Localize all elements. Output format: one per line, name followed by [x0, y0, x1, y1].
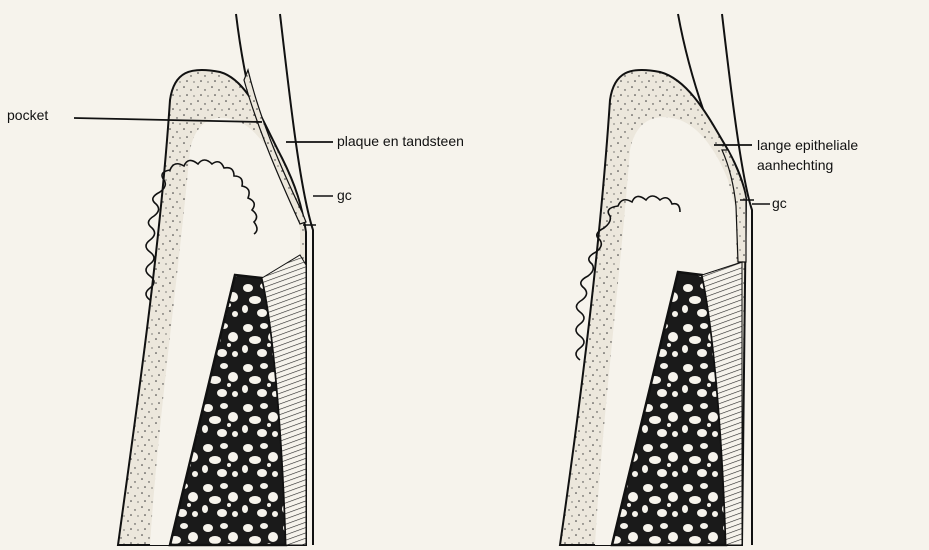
right-gc-label: gc — [772, 195, 787, 211]
epithelium-label-line1: lange epitheliale — [757, 137, 858, 153]
right-panel: lange epitheliale aanhechting gc — [560, 14, 858, 545]
plaque-label: plaque en tandsteen — [337, 133, 464, 149]
left-panel: pocket plaque en tandsteen gc — [7, 14, 464, 545]
pocket-label: pocket — [7, 107, 48, 123]
left-gc-label: gc — [337, 187, 352, 203]
epithelium-label-line2: aanhechting — [757, 157, 833, 173]
